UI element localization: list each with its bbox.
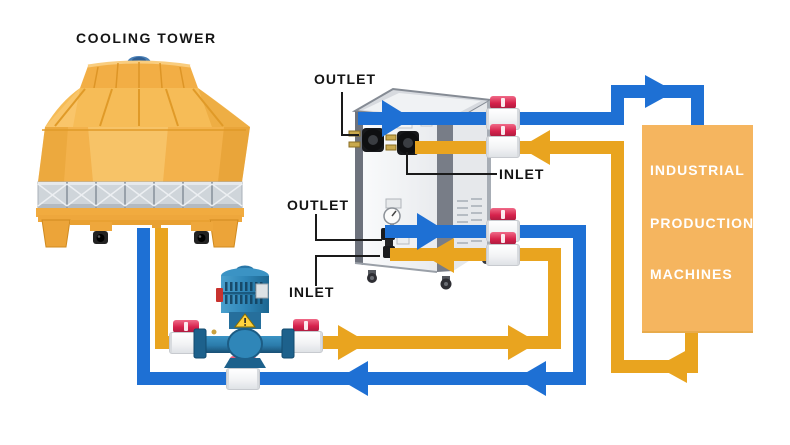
- pointer-line: [406, 173, 497, 175]
- pointer-line: [315, 239, 382, 241]
- pump-nameplate: [255, 283, 269, 299]
- flow-arrow-right: [382, 100, 412, 137]
- flow-arrow-left: [657, 350, 687, 383]
- chiller-bottom-outlet-label: OUTLET: [287, 197, 349, 213]
- flow-arrow-right: [417, 213, 447, 250]
- orange-flow-arrows: [338, 130, 687, 383]
- pump-motor: [216, 265, 269, 313]
- flow-arrow-left: [338, 361, 368, 396]
- cooling-tower-image: [36, 56, 250, 248]
- valve-handle: [490, 232, 516, 245]
- pointer-line: [315, 214, 317, 241]
- flow-arrow-left: [516, 361, 546, 396]
- pump-image: [193, 265, 295, 368]
- pointer-line: [341, 92, 343, 136]
- pipe-condenser-in: [390, 248, 561, 261]
- tower-basin: [36, 208, 244, 248]
- flow-arrow-left: [424, 238, 454, 273]
- flow-arrow-right: [645, 75, 675, 108]
- valve-body: [486, 244, 520, 266]
- flow-arrow-right: [338, 325, 368, 360]
- valve-icon: [289, 319, 323, 355]
- pump-red-label: [216, 288, 223, 302]
- industrial-machines-box: INDUSTRIAL PRODUCTION MACHINES: [642, 125, 753, 333]
- chiller-top-outlet-label: OUTLET: [314, 71, 376, 87]
- blue-flow-arrows: [338, 75, 675, 396]
- pump-casing: [193, 328, 295, 368]
- valve-handle: [490, 96, 516, 109]
- pressure-gauge: [383, 198, 402, 228]
- chiller-bottom-inlet-label: INLET: [289, 284, 335, 300]
- valve-handle: [490, 124, 516, 137]
- pointer-line: [406, 152, 408, 175]
- pointer-line: [315, 255, 380, 257]
- machines-box-line3: MACHINES: [650, 266, 733, 282]
- pump-neck: [229, 312, 261, 329]
- machines-box-line2: PRODUCTION: [650, 215, 755, 231]
- valve-handle: [490, 208, 516, 221]
- tower-lattice-band: [37, 181, 243, 209]
- valve-handle: [293, 319, 319, 332]
- chiller-top-inlet-label: INLET: [499, 166, 545, 182]
- pointer-line: [341, 134, 359, 136]
- chiller-top-ports: [348, 128, 419, 155]
- valve-handle: [173, 320, 199, 333]
- machines-box-line1: INDUSTRIAL: [650, 162, 745, 178]
- flow-arrow-left: [520, 130, 550, 165]
- valve-icon: [486, 232, 520, 268]
- flow-arrow-right: [508, 325, 538, 360]
- cooling-tower-title: COOLING TOWER: [76, 30, 217, 46]
- valve-icon: [486, 124, 520, 160]
- valve-body: [226, 368, 260, 390]
- valve-body: [486, 136, 520, 158]
- pointer-line: [315, 255, 317, 286]
